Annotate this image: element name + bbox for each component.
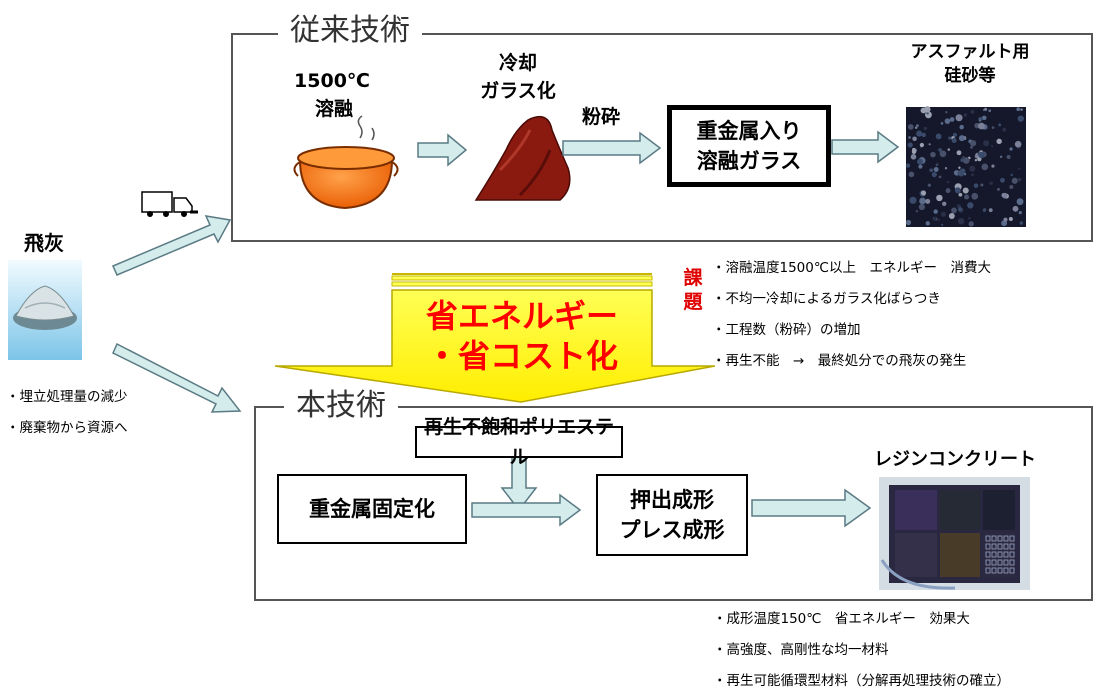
- arrow-resin-down: [500, 456, 538, 512]
- forming-box: 押出成形 プレス成形: [596, 474, 748, 556]
- glass-mass-icon: [474, 115, 571, 201]
- arrow-to-sand: [831, 130, 900, 164]
- resin-concrete-image: [879, 477, 1030, 590]
- advantage-item: ・成形温度150℃ 省エネルギー 効果大: [713, 611, 970, 627]
- issue-item: ・工程数（粉砕）の増加: [712, 322, 861, 338]
- benefit-item: ・廃棄物から資源へ: [6, 420, 128, 436]
- crush-label: 粉砕: [581, 106, 620, 128]
- benefit-list: ・埋立処理量の減少 ・廃棄物から資源へ: [6, 382, 128, 444]
- issue-list: ・溶融温度1500℃以上 エネルギー 消費大 ・不均一冷却によるガラス化ばらつき…: [712, 253, 991, 377]
- melting-pot-icon: [293, 115, 399, 210]
- cool-label-1: 冷却: [498, 52, 537, 74]
- issues-label-char-1: 課: [683, 267, 703, 289]
- arrow-ash-to-conventional: [112, 215, 232, 276]
- issue-item: ・不均一冷却によるガラス化ばらつき: [712, 291, 941, 307]
- this-tech-title: 本技術: [284, 389, 398, 423]
- transition-big-arrow: [274, 273, 716, 403]
- fly-ash-label: 飛灰: [24, 231, 64, 255]
- transition-text: 省エネルギー ・省コスト化: [392, 296, 652, 376]
- issues-label-char-2: 題: [683, 291, 703, 313]
- issue-item: ・溶融温度1500℃以上 エネルギー 消費大: [712, 260, 992, 276]
- advantage-list: ・成形温度150℃ 省エネルギー 効果大 ・高強度、高剛性な均一材料 ・再生可能…: [713, 604, 1010, 697]
- melt-label: 溶融: [314, 98, 353, 120]
- issue-item: ・再生不能 → 最終処分での飛灰の発生: [712, 353, 967, 369]
- resin-box: 再生不飽和ポリエステル: [415, 416, 623, 468]
- issues-label: 課 題: [681, 266, 705, 314]
- glass-box-line-2: 溶融ガラス: [696, 149, 802, 173]
- silica-sand-image: [905, 106, 1026, 227]
- sand-label-1: アスファルト用: [910, 42, 1030, 62]
- forming-line-1: 押出成形: [630, 488, 714, 512]
- conventional-title: 従来技術: [278, 14, 422, 48]
- arrow-melt-to-cool: [417, 133, 468, 167]
- this-tech-frame: [254, 406, 1093, 601]
- arrow-form-to-concrete: [751, 488, 872, 528]
- glass-box-line-1: 重金属入り: [696, 119, 802, 143]
- advantage-item: ・高強度、高剛性な均一材料: [713, 642, 889, 658]
- advantage-item: ・再生可能循環型材料（分解再処理技術の確立）: [713, 673, 1010, 689]
- arrow-crush: [562, 131, 662, 165]
- resin-concrete-label: レジンコンクリート: [874, 449, 1036, 470]
- forming-line-2: プレス成形: [619, 518, 725, 542]
- benefit-item: ・埋立処理量の減少: [6, 389, 128, 405]
- transition-line-1: 省エネルギー: [425, 297, 618, 335]
- conventional-frame: [231, 33, 1093, 242]
- transition-line-2: ・省コスト化: [425, 337, 618, 375]
- sand-label-2: 硅砂等: [944, 66, 996, 86]
- heavy-metal-glass-box: 重金属入り 溶融ガラス: [667, 105, 831, 187]
- fly-ash-icon: [8, 260, 82, 360]
- truck-icon: [141, 191, 198, 217]
- heavy-metal-fix-box: 重金属固定化: [277, 474, 467, 544]
- melt-temp-label: 1500℃: [294, 70, 370, 92]
- arrow-ash-to-this-tech: [112, 342, 242, 413]
- cool-label-2: ガラス化: [480, 80, 556, 102]
- arrow-fix-to-form: [471, 493, 582, 527]
